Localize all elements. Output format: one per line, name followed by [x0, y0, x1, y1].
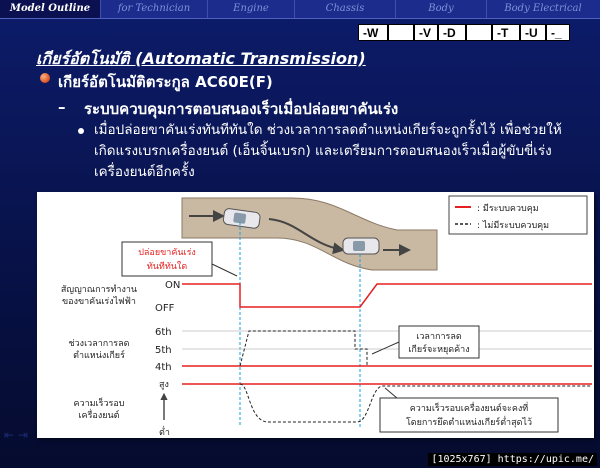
code-blank — [466, 24, 492, 41]
body-paragraph: เมื่อปล่อยขาคันเร่งทันทีทันใด ช่วงเวลากา… — [94, 122, 562, 180]
timing-diagram: : มีระบบควบคุม : ไม่มีระบบควบคุม ปล่อยขา… — [37, 192, 594, 438]
gear-4th: 4th — [155, 362, 172, 373]
code-w[interactable]: -W — [358, 24, 388, 41]
image-source-label: [1025x767] https://upic.me/ — [428, 453, 597, 466]
off-label: OFF — [155, 303, 175, 314]
signal-label-1: สัญญาณการทำงาน — [61, 284, 137, 295]
rpm-label-1: ความเร็วรอบ — [74, 396, 125, 409]
model-code-boxes: -W -V -D -T -U -_ — [358, 24, 570, 41]
high-label: สูง — [159, 380, 169, 390]
slide-nav-arrows-icon[interactable]: ⇤ ⇥ — [4, 428, 28, 442]
rpm-callout — [379, 397, 559, 433]
car-icon-1 — [222, 208, 261, 229]
hold-text-1: เวลาการลด — [416, 332, 462, 342]
tab-divider — [100, 0, 101, 18]
legend-box — [448, 195, 588, 235]
hold-callout — [398, 325, 480, 359]
tab-divider — [486, 0, 487, 18]
tab-body-electrical[interactable]: Body Electrical — [504, 3, 582, 14]
gear-line-no-control — [239, 330, 368, 367]
hold-text-2: เกียร์จะหยุดค้าง — [408, 343, 469, 355]
on-label: ON — [165, 280, 180, 291]
code-t[interactable]: -T — [492, 24, 520, 41]
tab-for-technician[interactable]: for Technician — [117, 3, 191, 14]
dash-bullet: – — [58, 98, 66, 116]
shift-label-2: ตำแหน่งเกียร์ — [73, 349, 125, 361]
heading-ac60e: เกียร์อัตโนมัติตระกูล AC60E(F) — [58, 73, 273, 91]
release-text-1: ปล่อยขาคันเร่ง — [138, 248, 196, 258]
rpm-callout-arrow — [384, 387, 398, 399]
gear-5th: 5th — [155, 345, 172, 356]
tab-model-outline[interactable]: Model Outline — [0, 0, 100, 18]
code-blank — [388, 24, 414, 41]
tab-engine[interactable]: Engine — [233, 3, 269, 14]
rpm-text-2: โดยการยึดตำแหน่งเกียร์ต่ำสุดไว้ — [406, 415, 532, 428]
tab-divider — [207, 0, 208, 18]
road-arrow-2 — [268, 218, 345, 255]
tab-chassis[interactable]: Chassis — [325, 3, 365, 14]
car-icon-2 — [342, 237, 380, 255]
code-v[interactable]: -V — [414, 24, 438, 41]
tab-divider — [395, 0, 396, 18]
orb-bullet-icon — [40, 73, 50, 83]
code-underscore[interactable]: -_ — [546, 24, 570, 41]
rpm-text-1: ความเร็วรอบเครื่องยนต์จะคงที่ — [410, 401, 529, 414]
tab-divider — [294, 0, 295, 18]
low-label: ต่ำ — [159, 425, 170, 438]
release-callout — [121, 241, 213, 277]
top-nav-tabs: Model Outline for Technician Engine Chas… — [0, 0, 600, 19]
dot-bullet-icon — [78, 128, 84, 134]
slide-title: เกียร์อัตโนมัติ (Automatic Transmission) — [36, 49, 366, 68]
rpm-line-no-control — [239, 383, 592, 423]
gear-6th: 6th — [155, 327, 172, 338]
legend-solid-label: : มีระบบควบคุม — [477, 203, 539, 214]
rpm-label-2: เครื่องยนต์ — [78, 408, 119, 421]
tab-body[interactable]: Body — [428, 3, 454, 14]
hold-callout-arrow — [371, 341, 400, 355]
release-callout-arrow — [211, 263, 238, 277]
legend-dotted-label: : ไม่มีระบบควบคุม — [477, 220, 549, 231]
signal-label-2: ของขาคันเร่งไฟฟ้า — [62, 296, 136, 307]
code-u[interactable]: -U — [520, 24, 546, 41]
subheading-quick-response: ระบบควบคุมการตอบสนองเร็วเมื่อปล่อยขาคันเ… — [84, 100, 399, 118]
road — [181, 197, 438, 271]
release-text-2: ทันทีทันใด — [147, 261, 187, 272]
code-d[interactable]: -D — [438, 24, 466, 41]
accel-signal-line — [182, 283, 592, 308]
shift-label-1: ช่วงเวลาการลด — [69, 339, 130, 349]
